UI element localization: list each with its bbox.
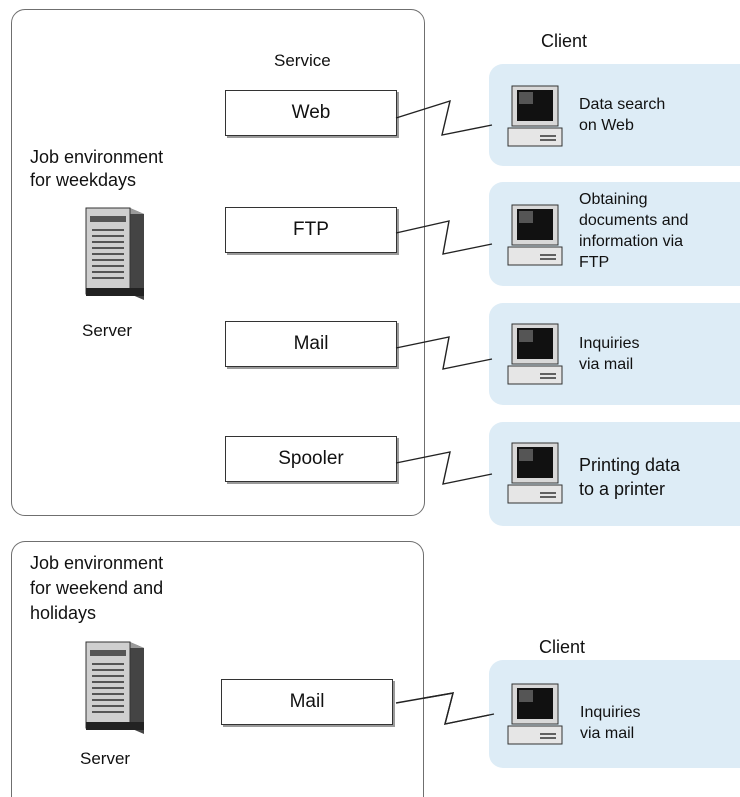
client-ftp-text-line2: documents and bbox=[579, 212, 689, 229]
client-ftp-text-line1: Obtaining bbox=[579, 191, 648, 208]
client-ftp-text-line4: FTP bbox=[579, 254, 610, 271]
service-spooler-box: Spooler bbox=[225, 436, 397, 482]
client-ftp-text-line3: information via bbox=[579, 233, 684, 250]
client-computer-icon bbox=[506, 322, 564, 386]
service-mail-box: Mail bbox=[225, 321, 397, 367]
weekend-client-header: Client bbox=[539, 637, 586, 657]
client-computer-icon bbox=[506, 84, 564, 148]
weekend-env-title-line1: Job environment bbox=[30, 553, 164, 573]
service-header: Service bbox=[274, 51, 331, 70]
weekday-env-title-line1: Job environment bbox=[30, 147, 164, 167]
client-mail-text-line2: via mail bbox=[579, 356, 634, 373]
client-computer-icon bbox=[506, 682, 564, 746]
service-web-box: Web bbox=[225, 90, 397, 136]
connection-line-mail bbox=[395, 336, 493, 370]
client-spooler-text-line1: Printing data bbox=[579, 455, 681, 475]
client-web-text-line2: on Web bbox=[579, 117, 634, 134]
client-spooler-text-line2: to a printer bbox=[579, 479, 666, 499]
weekend-env-title-line3: holidays bbox=[30, 603, 97, 623]
connection-line-ftp bbox=[395, 220, 493, 255]
weekend-environment-box bbox=[11, 541, 424, 797]
weekend-client-mail-text-line2: via mail bbox=[580, 725, 635, 742]
client-web-text-line1: Data search bbox=[579, 96, 666, 113]
connection-line-spooler bbox=[395, 451, 493, 485]
weekday-server-label: Server bbox=[82, 321, 133, 340]
weekend-service-mail-box: Mail bbox=[221, 679, 393, 725]
connection-line-web bbox=[395, 99, 493, 136]
weekend-client-mail-text-line1: Inquiries bbox=[580, 704, 641, 721]
server-icon bbox=[84, 638, 148, 736]
service-ftp-box: FTP bbox=[225, 207, 397, 253]
server-icon bbox=[84, 204, 148, 302]
weekend-server-label: Server bbox=[80, 749, 131, 768]
client-computer-icon bbox=[506, 203, 564, 267]
client-computer-icon bbox=[506, 441, 564, 505]
weekend-env-title-line2: for weekend and bbox=[30, 578, 164, 598]
client-mail-text-line1: Inquiries bbox=[579, 335, 640, 352]
weekday-client-header: Client bbox=[541, 31, 588, 51]
weekday-env-title-line2: for weekdays bbox=[30, 170, 137, 190]
